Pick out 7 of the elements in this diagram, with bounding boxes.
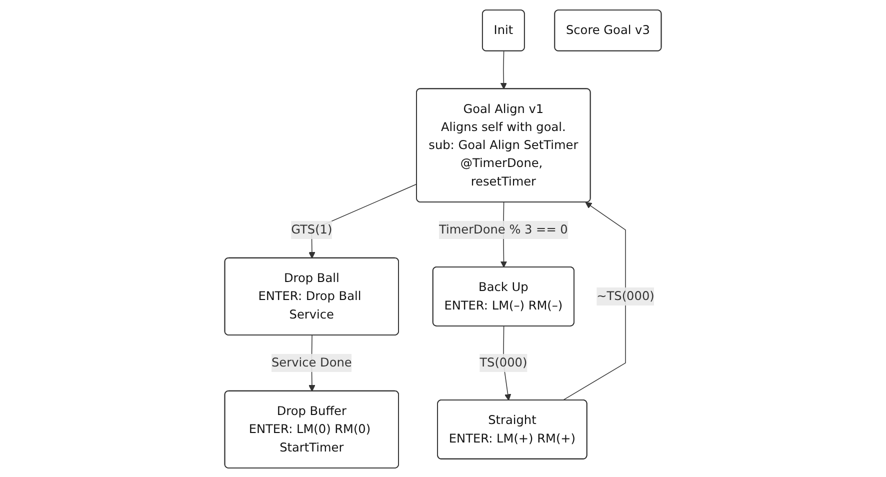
edge-label: GTS(1) bbox=[291, 222, 332, 236]
edge-label: ~TS(000) bbox=[596, 288, 654, 303]
edge-label: TS(000) bbox=[480, 354, 528, 370]
edge-label: TimerDone % 3 == 0 bbox=[438, 222, 568, 236]
arrow bbox=[500, 50, 507, 89]
edge-label: Service Done bbox=[271, 354, 352, 370]
arrow bbox=[562, 202, 626, 400]
